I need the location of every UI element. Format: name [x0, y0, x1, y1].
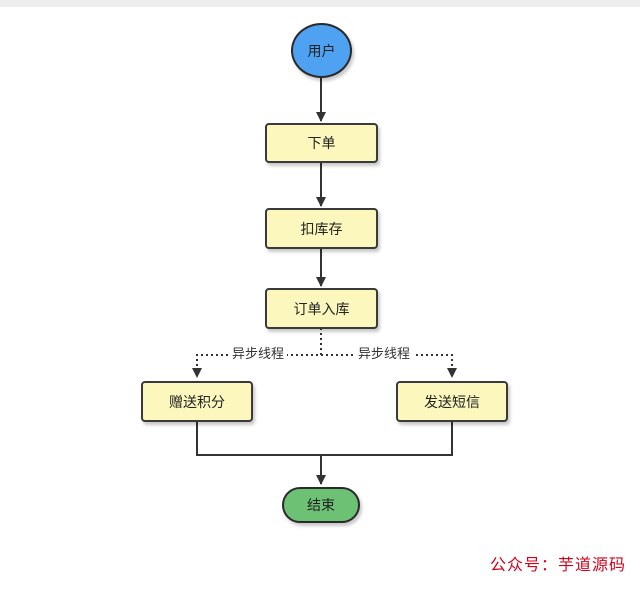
process-node-send-sms: 发送短信: [396, 381, 508, 422]
place-order-label: 下单: [307, 136, 336, 152]
process-node-place-order: 下单: [265, 123, 378, 163]
send-sms-label: 发送短信: [424, 394, 480, 411]
process-node-gift-points: 赠送积分: [141, 381, 253, 422]
process-node-order-to-db: 订单入库: [265, 288, 378, 329]
async-dotted-connector-right: [321, 354, 457, 378]
start-node-label: 用户: [307, 43, 336, 60]
async-dotted-connector-left: [192, 328, 322, 378]
process-node-deduct-stock: 扣库存: [265, 208, 378, 249]
deduct-stock-label: 扣库存: [300, 221, 343, 238]
merge-connector-left: [196, 421, 453, 456]
watermark-text: 公众号：芋道源码: [489, 555, 626, 574]
async-label-right: 异步线程: [355, 347, 414, 363]
order-to-db-label: 订单入库: [293, 301, 350, 318]
end-node: 结束: [282, 487, 360, 523]
async-label-left: 异步线程: [229, 347, 288, 363]
start-node-user: 用户: [291, 23, 352, 78]
top-strip: [0, 0, 640, 7]
end-node-label: 结束: [307, 498, 335, 514]
gift-points-label: 赠送积分: [169, 394, 225, 411]
